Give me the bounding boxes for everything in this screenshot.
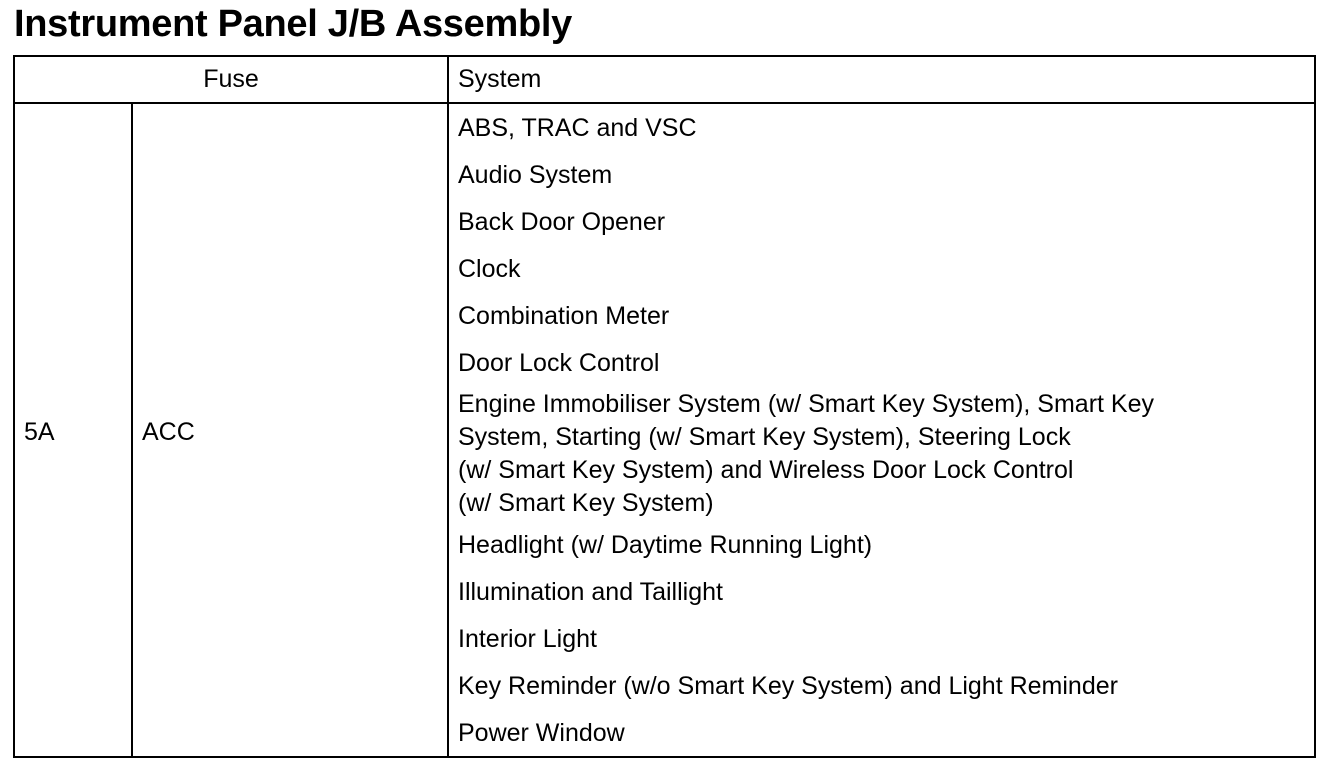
list-item: Audio System <box>458 152 1314 199</box>
system-line: Key Reminder (w/o Smart Key System) and … <box>458 672 1118 700</box>
system-line: Combination Meter <box>458 302 670 330</box>
system-line: (w/ Smart Key System) and Wireless Door … <box>458 456 1074 484</box>
system-line: Interior Light <box>458 625 597 653</box>
list-item: Illumination and Taillight <box>458 569 1314 616</box>
system-line: Door Lock Control <box>458 349 660 377</box>
page-title: Instrument Panel J/B Assembly <box>14 3 572 45</box>
table-row: 5A ACC ABS, TRAC and VSC Audio System Ba… <box>13 102 1316 758</box>
list-item: ABS, TRAC and VSC <box>458 112 1314 152</box>
header-system: System <box>447 55 1316 104</box>
list-item: Power Window <box>458 710 1314 750</box>
table-header-row: Fuse System <box>13 55 1316 104</box>
system-line: Audio System <box>458 161 613 189</box>
list-item: Back Door Opener <box>458 199 1314 246</box>
list-item: Headlight (w/ Daytime Running Light) <box>458 522 1314 569</box>
list-item: Combination Meter <box>458 293 1314 340</box>
system-list: ABS, TRAC and VSC Audio System Back Door… <box>458 112 1314 750</box>
header-fuse: Fuse <box>13 55 449 104</box>
list-item: Door Lock Control <box>458 340 1314 387</box>
list-item: Interior Light <box>458 616 1314 663</box>
fuse-table: Fuse System 5A ACC ABS, TRAC and VSC Aud… <box>13 55 1316 758</box>
fuse-amperage: 5A <box>13 102 133 758</box>
list-item: Engine Immobiliser System (w/ Smart Key … <box>458 387 1314 522</box>
system-cell: ABS, TRAC and VSC Audio System Back Door… <box>447 102 1316 758</box>
system-line: Power Window <box>458 719 625 747</box>
list-item: Key Reminder (w/o Smart Key System) and … <box>458 663 1314 710</box>
system-line: (w/ Smart Key System) <box>458 489 714 517</box>
system-line: Headlight (w/ Daytime Running Light) <box>458 531 873 559</box>
system-line: System, Starting (w/ Smart Key System), … <box>458 423 1071 451</box>
system-line: Back Door Opener <box>458 208 666 236</box>
list-item: Clock <box>458 246 1314 293</box>
fuse-name: ACC <box>131 102 449 758</box>
system-line: Clock <box>458 255 521 283</box>
system-line: Illumination and Taillight <box>458 578 723 606</box>
system-line: Engine Immobiliser System (w/ Smart Key … <box>458 390 1155 418</box>
system-line: ABS, TRAC and VSC <box>458 114 697 142</box>
